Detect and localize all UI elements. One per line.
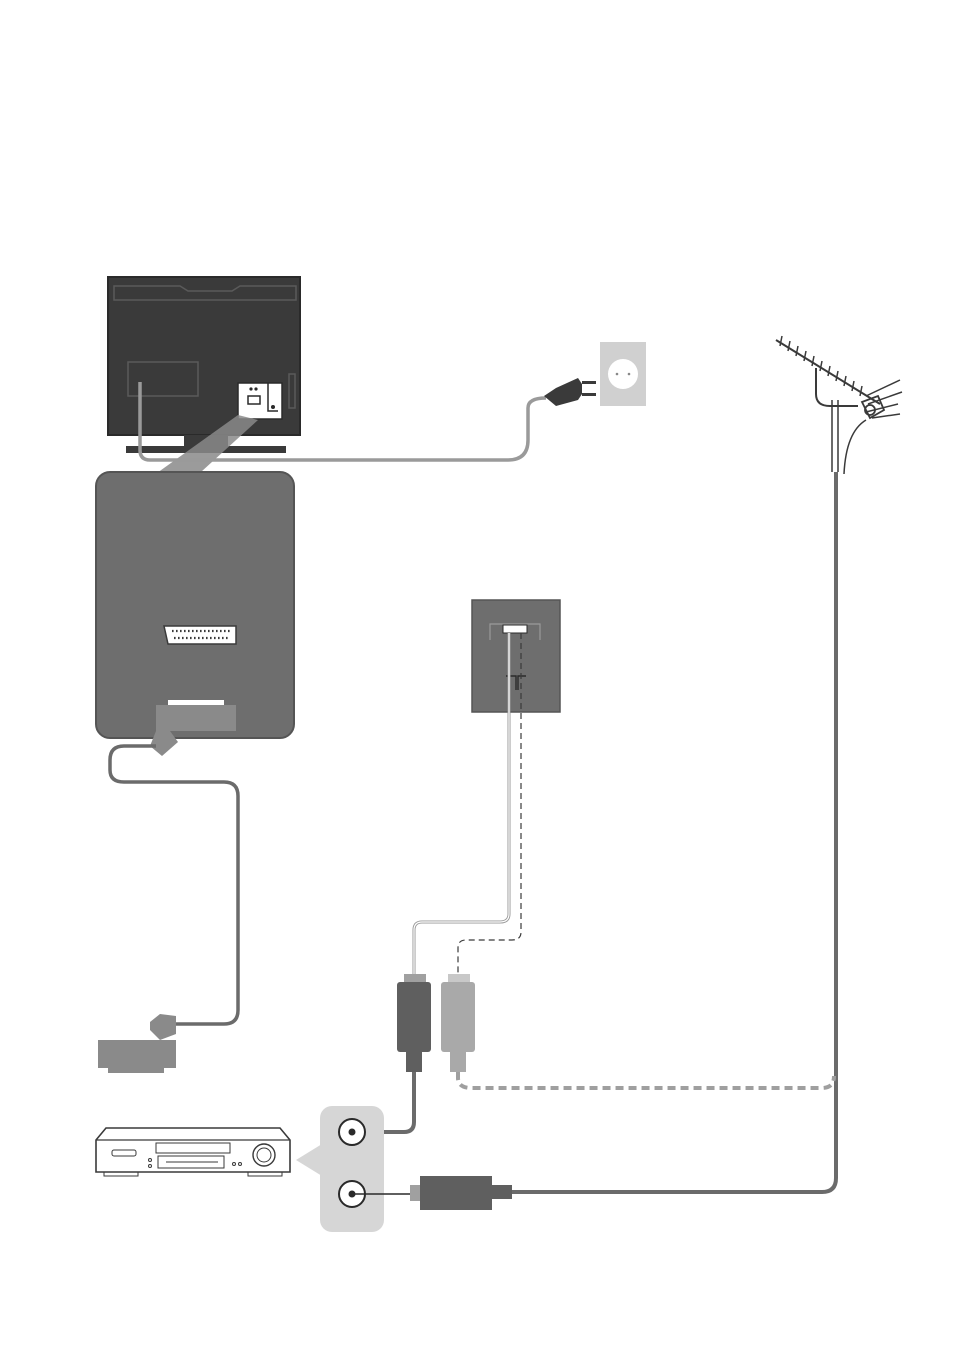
- aerial-plug: [410, 1176, 512, 1210]
- rf-plug-dark: [397, 974, 431, 1072]
- rf-plug-light: [441, 974, 475, 1072]
- rf-plug-dark-tip: [406, 1052, 422, 1072]
- plug-pin: [582, 393, 596, 396]
- scart-plug-bottom-body: [98, 1040, 176, 1068]
- tv-terminal-dot: [254, 387, 257, 390]
- plug-pin: [582, 381, 596, 384]
- plug-body: [544, 378, 582, 406]
- scart-plug-bottom: [98, 1014, 176, 1073]
- antenna: [776, 336, 902, 474]
- rf-plug-light-collar: [448, 974, 470, 982]
- tv-scart-panel: [96, 472, 294, 756]
- rf-plug-light-tip: [450, 1052, 466, 1072]
- mains-plug: [544, 378, 596, 406]
- aerial-plug-tail: [490, 1185, 512, 1199]
- outlet-face: [608, 359, 638, 389]
- aerial-panel-background: [472, 600, 560, 712]
- outlet-hole: [628, 373, 631, 376]
- antenna-boom: [776, 340, 880, 404]
- wall-outlet: [600, 342, 646, 406]
- rf-plug-dark-collar: [404, 974, 426, 982]
- antenna-feed: [832, 400, 866, 474]
- aerial-socket: [503, 625, 527, 633]
- outlet-hole: [616, 373, 619, 376]
- scart-plug-bottom-boot: [150, 1014, 176, 1040]
- tv-terminal-dot: [249, 387, 252, 390]
- recorder: [96, 1128, 290, 1176]
- scart-plug-top-body: [156, 705, 236, 731]
- recorder-rear-callout: [296, 1106, 384, 1232]
- aerial-plug-body: [420, 1176, 492, 1210]
- scart-socket-shell: [164, 626, 236, 644]
- tv-terminal-screw: [271, 405, 275, 409]
- rf-cable-alternate-dashed: [458, 1072, 834, 1088]
- tv-rear: [108, 277, 300, 453]
- recorder-rf-in-pin: [349, 1129, 356, 1136]
- rf-jack-icon: [339, 1119, 365, 1145]
- tv-aerial-socket-panel: [472, 600, 560, 712]
- recorder-callout-pointer: [296, 1144, 322, 1176]
- scart-plug-bottom-tab: [108, 1068, 164, 1073]
- rf-plug-dark-body: [397, 982, 431, 1052]
- scart-panel-background: [96, 472, 294, 738]
- antenna-elements: [780, 336, 862, 396]
- rf-plug-light-body: [441, 982, 475, 1052]
- scart-socket-icon: [164, 626, 236, 644]
- scart-cable: [110, 746, 238, 1024]
- antenna-cable: [510, 472, 836, 1192]
